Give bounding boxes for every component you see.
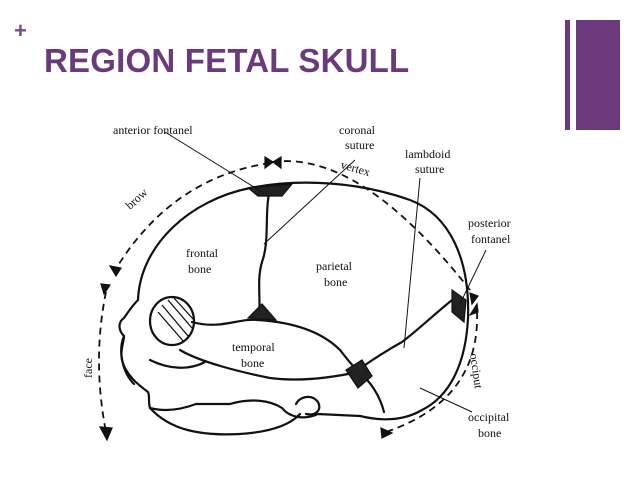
leader-posterior-fontanel	[459, 249, 487, 305]
label-occipital-bone-2: bone	[478, 426, 501, 440]
label-face: face	[81, 358, 95, 378]
label-lambdoid-suture-2: suture	[415, 162, 444, 176]
plus-icon: +	[14, 18, 27, 43]
orbit-shape	[148, 295, 196, 347]
label-frontal-bone-2: bone	[188, 262, 211, 276]
accent-bar-thin	[565, 20, 570, 130]
leader-occipital-bone	[419, 387, 473, 413]
face-jaw-line	[120, 334, 136, 386]
mastoid-fontanel-shape	[345, 359, 373, 389]
mastoid-detail	[294, 395, 321, 416]
slide-title: REGION FETAL SKULL	[44, 42, 410, 79]
label-posterior-fontanel-2: fontanel	[471, 232, 511, 246]
face-bottom-marker-icon	[98, 426, 113, 442]
anterior-fontanel-shape	[246, 183, 294, 197]
label-posterior-fontanel: posterior	[468, 216, 511, 230]
label-coronal-suture: coronal	[339, 123, 376, 137]
accent-bar-thick	[576, 20, 620, 130]
face-top-marker-icon	[100, 283, 112, 296]
label-occiput: occiput	[467, 352, 486, 390]
label-frontal-bone: frontal	[186, 246, 219, 260]
occiput-top-marker-icon	[468, 292, 479, 317]
temporal-lower-line	[178, 348, 360, 381]
cheek-detail	[148, 358, 207, 369]
label-temporal-bone-2: bone	[241, 356, 264, 370]
label-lambdoid-suture: lambdoid	[405, 147, 450, 161]
occiput-bottom-marker-icon	[380, 427, 394, 439]
coronal-suture-line	[256, 186, 272, 322]
label-temporal-bone: temporal	[232, 340, 275, 354]
label-parietal-bone-2: bone	[324, 275, 347, 289]
label-coronal-suture-2: suture	[345, 138, 374, 152]
occiput-region-arc	[385, 311, 478, 433]
label-anterior-fontanel: anterior fontanel	[113, 123, 193, 137]
lambdoid-suture-line	[356, 298, 454, 372]
leader-anterior-fontanel	[164, 131, 263, 193]
leader-lambdoid-suture	[403, 177, 421, 349]
leader-coronal-suture	[263, 159, 356, 245]
brow-region-arc	[113, 162, 271, 273]
squamous-suture-line	[190, 318, 360, 372]
label-occipital-bone: occipital	[468, 410, 510, 424]
face-region-arc	[98, 291, 107, 433]
sphenoid-fontanel-shape	[246, 303, 278, 321]
mandible-outline	[148, 406, 302, 436]
brow-marker-icon	[108, 265, 122, 278]
label-parietal-bone: parietal	[316, 259, 353, 273]
label-brow: brow	[123, 185, 151, 212]
vertex-region-arc	[271, 160, 471, 291]
vertex-marker-icon	[264, 155, 282, 170]
